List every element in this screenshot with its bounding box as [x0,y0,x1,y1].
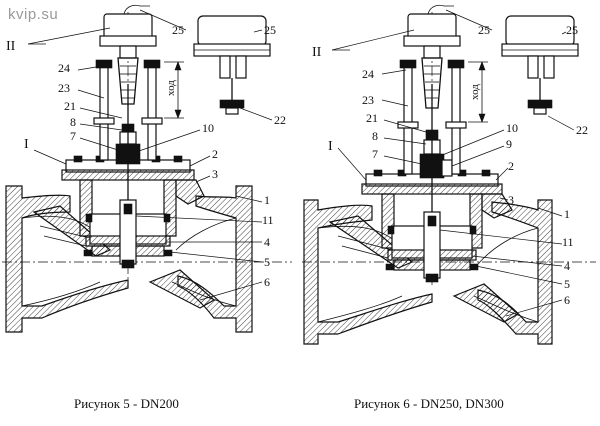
left-label-10: 10 [202,121,214,135]
right-label-5: 5 [564,277,570,291]
right-label-22: 22 [576,123,588,137]
left-label-25: 25 [172,23,184,37]
right-plug-assembly [385,211,479,283]
right-stroke-label: ход [469,84,481,100]
right-label-8: 8 [372,129,378,143]
right-label-23: 23 [362,93,374,107]
right-leaders [331,9,575,317]
left-label-23: 23 [58,81,70,95]
left-label-3: 3 [212,167,218,181]
left-leaders [27,9,273,301]
right-label-10: 10 [506,121,518,135]
right-figure-caption: Рисунок 6 - DN250, DN300 [354,396,504,411]
left-label-4: 4 [264,235,270,249]
right-label-21: 21 [366,111,378,125]
right-label-3: 3 [508,193,514,207]
left-label-2: 2 [212,147,218,161]
right-label-7: 7 [372,147,378,161]
right-view-marker-ii: II [312,45,322,60]
right-view-marker-i: I [328,139,333,154]
left-gland [115,84,141,200]
left-plug-assembly [83,199,173,269]
site-watermark: kvip.su [8,6,59,23]
left-label-6: 6 [264,275,270,289]
right-stroke-dimension: ход [468,61,488,123]
left-label-8: 8 [70,115,76,129]
right-label-25-side: 25 [566,23,578,37]
right-label-24: 24 [362,67,374,81]
left-view-marker-i: I [24,137,29,152]
left-stroke-dimension: ход [164,61,184,119]
right-label-9: 9 [506,137,512,151]
right-yoke [397,59,467,175]
left-figure-caption: Рисунок 5 - DN200 [74,396,179,411]
left-label-1: 1 [264,193,270,207]
right-label-2: 2 [508,159,514,173]
left-label-22: 22 [274,113,286,127]
right-valve-drawing: ход [302,4,596,345]
left-label-25-side: 25 [264,23,276,37]
right-label-4: 4 [564,259,570,273]
right-label-6: 6 [564,293,570,307]
right-label-25: 25 [478,23,490,37]
right-label-11: 11 [562,235,574,249]
left-view-marker-ii: II [6,39,16,54]
right-label-1: 1 [564,207,570,221]
left-label-21: 21 [64,99,76,113]
left-valve-drawing: ход [2,4,292,333]
right-actuator [403,4,461,109]
right-gland [419,84,453,212]
left-label-7: 7 [70,129,76,143]
left-label-11: 11 [262,213,274,227]
left-label-24: 24 [58,61,70,75]
left-actuator [99,4,157,105]
left-yoke [93,59,163,161]
left-stroke-label: ход [165,80,177,96]
left-label-5: 5 [264,255,270,269]
